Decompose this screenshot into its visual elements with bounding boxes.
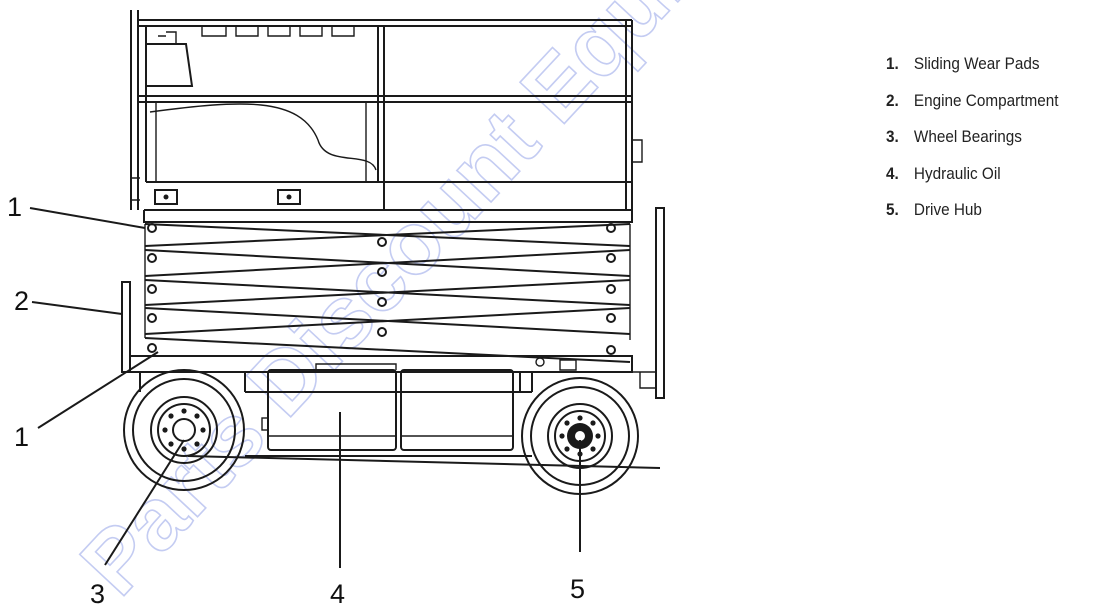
rear-wheel (123, 369, 245, 491)
legend-item: 1. Sliding Wear Pads (886, 54, 1058, 91)
callout-2-engine-compartment: 2 (14, 286, 29, 316)
legend-number: 1. (886, 54, 899, 73)
callout-1-wear-pads-lower: 1 (14, 422, 29, 452)
callout-1-wear-pads-upper: 1 (7, 192, 22, 222)
legend-number: 4. (886, 163, 899, 183)
legend-label: Drive Hub (913, 200, 982, 219)
scissor-stack (144, 223, 631, 363)
legend-label: Sliding Wear Pads (913, 54, 1040, 73)
legend-item: 5. Drive Hub (886, 200, 1058, 237)
legend-label: Engine Compartment (913, 90, 1059, 110)
hydraulic-tank (261, 363, 514, 451)
legend-label: Hydraulic Oil (913, 163, 1001, 183)
chassis (121, 207, 665, 469)
callout-5-drive-hub: 5 (570, 574, 585, 604)
legend-number: 3. (886, 127, 899, 146)
legend-item: 4. Hydraulic Oil (886, 164, 1058, 201)
platform-guardrail (130, 10, 643, 223)
callout-3-wheel-bearings: 3 (90, 579, 105, 607)
legend-item: 2. Engine Compartment (886, 91, 1058, 128)
legend-item: 3. Wheel Bearings (886, 127, 1058, 164)
legend: 1. Sliding Wear Pads 2. Engine Compartment… (886, 54, 1078, 237)
callout-4-hydraulic-oil: 4 (330, 579, 345, 607)
legend-label: Wheel Bearings (913, 127, 1022, 146)
legend-number: 5. (886, 200, 899, 219)
legend-number: 2. (886, 90, 899, 110)
leader-lines (29, 207, 581, 568)
